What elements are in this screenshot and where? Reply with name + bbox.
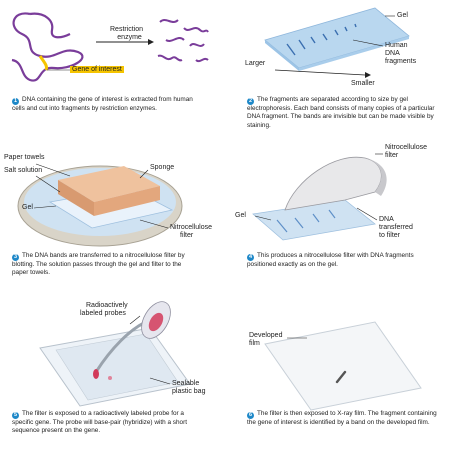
step-1-caption: 1DNA containing the gene of interest is … [12,96,197,113]
step-2-number: 2 [247,98,254,105]
paper-towels-label: Paper towels [4,154,44,162]
human-dna-line3: fragments [385,58,416,66]
filter-label-3-line2: filter [170,232,212,240]
step-2-text: The fragments are separated according to… [247,96,435,129]
panel-5-probe: Radioactively labeled probes Sealable pl… [0,298,225,462]
panel-1-dna-extraction: Restriction enzyme Gene of interest 1DNA… [0,0,225,150]
radioactive-probes-label: Radioactively labeled probes [80,302,128,318]
step-5-number: 5 [12,412,19,419]
step-4-caption: 4This produces a nitrocellulose filter w… [247,252,442,269]
human-dna-fragments-label: Human DNA fragments [385,42,416,66]
gel-electrophoresis-illustration [225,0,450,100]
step-1-number: 1 [12,98,19,105]
dna-strand-illustration [0,0,225,100]
gel-label: Gel [397,12,408,20]
gene-label-text: Gene of interest [70,66,124,73]
smaller-label: Smaller [351,80,375,88]
panel-3-blotting: Paper towels Salt solution Sponge Gel Ni… [0,140,225,300]
step-3-text: The DNA bands are transferred to a nitro… [12,252,185,276]
film-label-line2: film [249,340,282,348]
salt-solution-label: Salt solution [4,167,42,175]
nitrocellulose-filter-label-4: Nitrocellulose filter [385,144,427,160]
enzyme-label-line2: enzyme [110,34,143,42]
larger-label: Larger [245,60,265,68]
step-4-number: 4 [247,254,254,261]
step-3-caption: 3The DNA bands are transferred to a nitr… [12,252,197,278]
human-dna-line2: DNA [385,50,416,58]
restriction-enzyme-label: Restriction enzyme [110,26,143,42]
developed-film-illustration [225,298,450,408]
step-3-number: 3 [12,254,19,261]
step-6-caption: 6The filter is then exposed to X-ray fil… [247,410,442,427]
dna-transferred-line1: DNA [379,216,413,224]
gel-label-4: Gel [235,212,246,220]
panel-6-film: Developed film 6The filter is then expos… [225,298,450,462]
nitrocellulose-filter-label-3: Nitrocellulose filter [170,224,212,240]
probes-label-line2: labeled probes [80,310,128,318]
dna-transferred-line3: to filter [379,232,413,240]
dna-transferred-label: DNA transferred to filter [379,216,413,240]
dna-transferred-line2: transferred [379,224,413,232]
step-5-caption: 5The filter is exposed to a radioactivel… [12,410,197,436]
filter-label-3-line1: Nitrocellulose [170,224,212,232]
bag-label-line2: plastic bag [172,388,205,396]
human-dna-line1: Human [385,42,416,50]
step-6-text: The filter is then exposed to X-ray film… [247,410,437,426]
sealable-bag-label: Sealable plastic bag [172,380,205,396]
step-6-number: 6 [247,412,254,419]
panel-2-electrophoresis: Gel Human DNA fragments Larger Smaller 2… [225,0,450,150]
enzyme-label-line1: Restriction [110,26,143,34]
filter-label-4-line2: filter [385,152,427,160]
step-1-text: DNA containing the gene of interest is e… [12,96,193,112]
gel-label-3: Gel [22,204,33,212]
probes-label-line1: Radioactively [80,302,128,310]
developed-film-label: Developed film [249,332,282,348]
step-4-text: This produces a nitrocellulose filter wi… [247,252,414,268]
film-label-line1: Developed [249,332,282,340]
step-2-caption: 2The fragments are separated according t… [247,96,447,130]
bag-label-line1: Sealable [172,380,205,388]
sponge-label: Sponge [150,164,174,172]
panel-4-filter: Nitrocellulose filter Gel DNA transferre… [225,140,450,300]
filter-label-4-line1: Nitrocellulose [385,144,427,152]
gene-of-interest-label: Gene of interest [70,66,124,74]
step-5-text: The filter is exposed to a radioactively… [12,410,187,434]
